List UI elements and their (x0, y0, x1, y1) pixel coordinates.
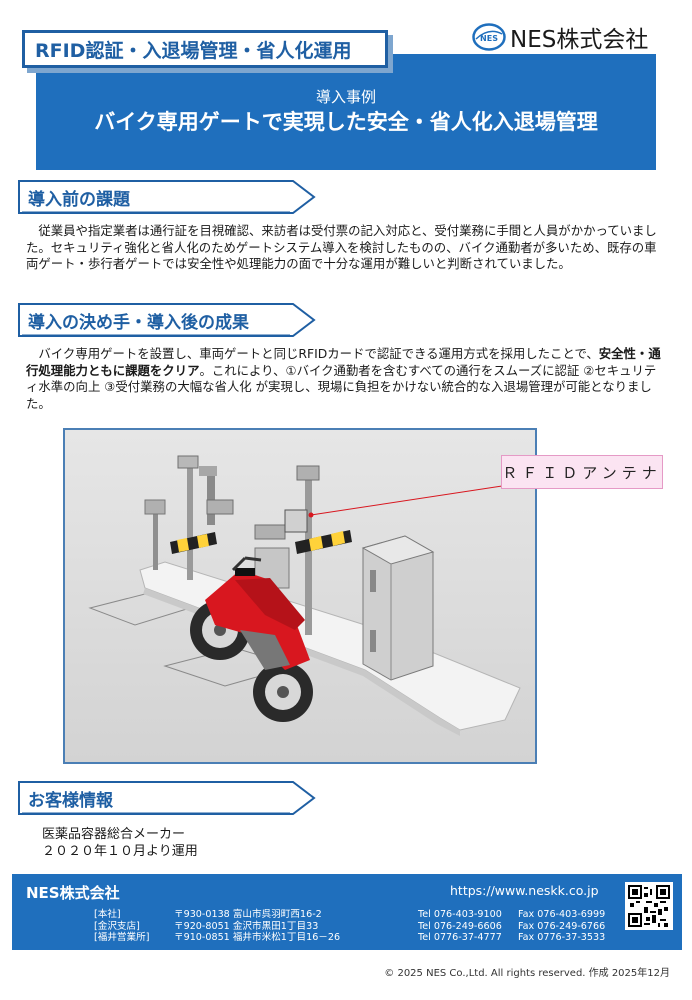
motorcycle-icon (190, 556, 313, 722)
office-branch: [福井営業所] (94, 932, 150, 943)
heading-arrow-icon (18, 303, 316, 337)
footer-company: NES株式会社 (26, 884, 120, 902)
category-label: RFID認証・入退場管理・省人化運用 (22, 30, 388, 68)
gate-scene-illustration (65, 430, 535, 762)
office-address: 〒930-0138 富山市呉羽町西16-2 (174, 909, 322, 920)
operation-start: ２０２０年１０月より運用 (42, 844, 198, 859)
office-fax: Fax 0776-37-3533 (518, 932, 606, 943)
office-tel: Tel 0776-37-4777 (418, 932, 502, 943)
gate-illustration (63, 428, 537, 764)
footer: NES株式会社 https://www.neskk.co.jp [本社] 〒93… (12, 874, 682, 950)
section-heading-customer: お客様情報 (18, 781, 318, 815)
office-branch: [金沢支店] (94, 920, 140, 932)
heading-arrow-icon (18, 180, 316, 214)
heading-text: 導入の決め手・導入後の成果 (28, 313, 249, 333)
challenges-paragraph: 従業員や指定業者は通行証を目視確認、来訪者は受付票の記入対応と、受付業務に手間と… (26, 223, 657, 272)
office-tel: Tel 076-403-9100 (418, 909, 502, 920)
office-tel: Tel 076-249-6606 (418, 920, 502, 932)
customer-info: 医薬品容器総合メーカー ２０２０年１０月より運用 (42, 826, 198, 860)
rfid-antenna-callout: ＲＦＩＤアンテナ (501, 455, 663, 489)
qr-code-icon[interactable] (625, 882, 673, 930)
results-text-2: 。これにより、①バイク通勤者を含むすべての通行をスムーズに認証 ②セキュリティ水… (26, 362, 657, 411)
svg-text:NES: NES (480, 34, 498, 43)
office-fax: Fax 076-249-6766 (518, 920, 606, 932)
company-logo: NES NES株式会社 (472, 20, 672, 54)
office-address: 〒910-0851 福井市米松1丁目16－26 (174, 932, 341, 943)
office-fax: Fax 076-403-6999 (518, 909, 606, 920)
nes-logo-icon: NES (472, 23, 506, 51)
heading-arrow-icon (18, 781, 316, 815)
results-text-bold: 安全性・通行処理能力ともに課題をクリア (26, 346, 661, 378)
office-list: [本社] 〒930-0138 富山市呉羽町西16-2 Tel 076-403-9… (94, 909, 605, 944)
heading-text: お客様情報 (28, 791, 113, 811)
office-row: [金沢支店] 〒920-8051 金沢市黒田1丁目33 Tel 076-249-… (94, 921, 605, 933)
office-branch: [本社] (94, 909, 121, 920)
section-heading-challenges: 導入前の課題 (18, 180, 318, 214)
customer-type: 医薬品容器総合メーカー (42, 827, 186, 842)
title-banner: 導入事例 バイク専用ゲートで実現した安全・省人化入退場管理 (36, 54, 656, 170)
banner-subtitle: 導入事例 (315, 88, 376, 106)
heading-text: 導入前の課題 (28, 190, 130, 210)
page-title: バイク専用ゲートで実現した安全・省人化入退場管理 (94, 110, 598, 134)
logo-text: NES株式会社 (510, 27, 649, 53)
office-address: 〒920-8051 金沢市黒田1丁目33 (174, 920, 319, 932)
section-heading-results: 導入の決め手・導入後の成果 (18, 303, 318, 337)
office-row: [本社] 〒930-0138 富山市呉羽町西16-2 Tel 076-403-9… (94, 909, 605, 921)
results-paragraph: バイク専用ゲートを設置し、車両ゲートと同じRFIDカードで認証できる運用方式を採… (26, 346, 666, 412)
office-row: [福井営業所] 〒910-0851 福井市米松1丁目16－26 Tel 0776… (94, 932, 605, 944)
copyright: © 2025 NES Co.,Ltd. All rights reserved.… (384, 968, 670, 979)
footer-url-link[interactable]: https://www.neskk.co.jp (450, 883, 599, 898)
results-text-1: バイク専用ゲートを設置し、車両ゲートと同じRFIDカードで認証できる運用方式を採… (26, 346, 599, 361)
